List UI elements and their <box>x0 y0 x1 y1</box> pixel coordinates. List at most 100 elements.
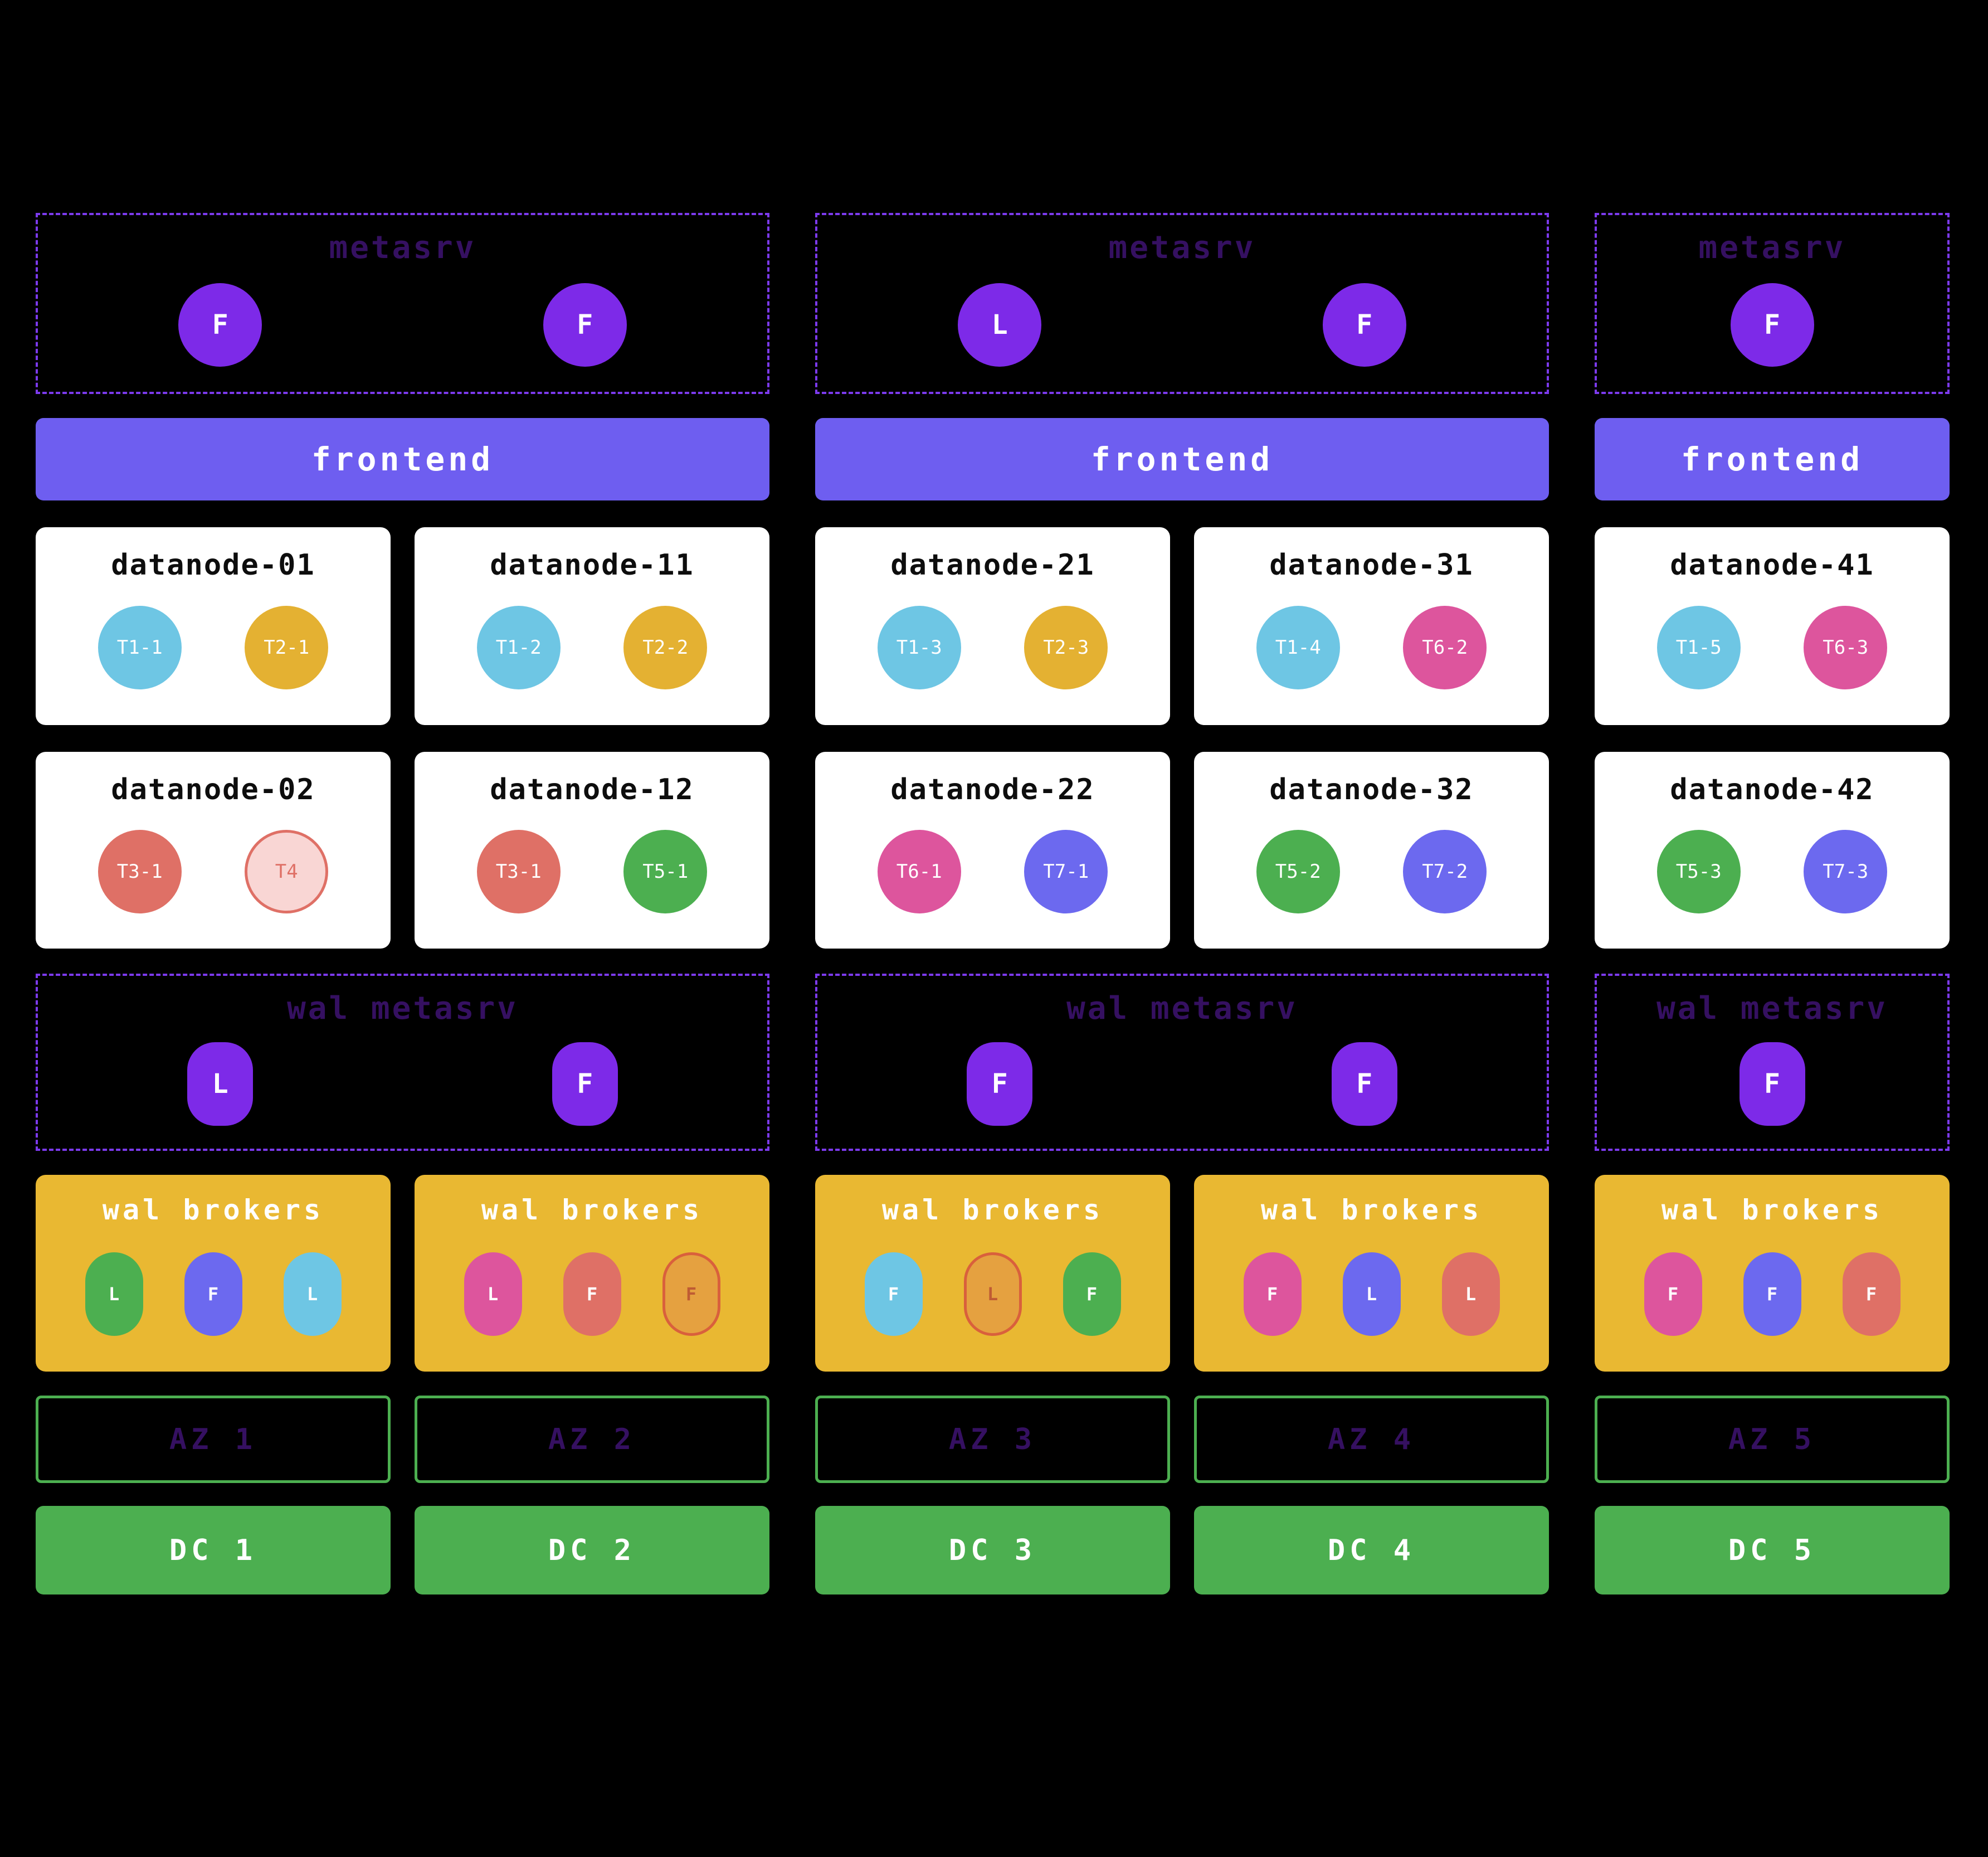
datanode-name: datanode-12 <box>490 773 694 806</box>
partition-badge-outlined: F <box>662 1252 720 1336</box>
metasrv-leader-node: L <box>958 283 1042 367</box>
region-pod: T3-1 <box>98 829 182 913</box>
partition-badge: F <box>864 1252 923 1336</box>
region-pod: T6-3 <box>1804 605 1888 689</box>
region-pod: T3-1 <box>476 829 561 913</box>
az-row: AZ 1 AZ 2 AZ 3 AZ 4 AZ 5 <box>36 1396 1952 1483</box>
datanode-name: datanode-42 <box>1670 773 1874 806</box>
wal-metasrv-follower-node: F <box>1739 1042 1805 1126</box>
wal-broker-card: wal brokers F F F <box>1595 1175 1950 1372</box>
region-pod: T5-2 <box>1256 829 1340 913</box>
wal-metasrv-cluster-3: wal metasrv F <box>1595 974 1950 1151</box>
datanode-name: datanode-32 <box>1269 773 1474 806</box>
region-pods: T1-4 T6-2 <box>1194 582 1549 725</box>
region-pod: T1-4 <box>1256 605 1340 689</box>
datanode-card: datanode-31 T1-4 T6-2 <box>1194 527 1549 725</box>
partition-badge: F <box>563 1252 621 1336</box>
region-pod: T6-2 <box>1403 605 1487 689</box>
wal-metasrv-cluster-1: wal metasrv L F <box>36 974 769 1151</box>
partition-badge: F <box>1063 1252 1121 1336</box>
datanode-card: datanode-22 T6-1 T7-1 <box>815 752 1170 949</box>
wal-metasrv-title: wal metasrv <box>1066 990 1298 1027</box>
wal-metasrv-node-row: F <box>1597 1027 1947 1149</box>
metasrv-title: metasrv <box>329 230 476 266</box>
metasrv-cluster-1: metasrv F F <box>36 213 769 394</box>
metasrv-follower-node: F <box>1730 283 1814 367</box>
partition-badges: F L F <box>815 1226 1170 1372</box>
wal-metasrv-node-row: F F <box>817 1027 1547 1149</box>
wal-broker-title: wal brokers <box>1661 1194 1883 1226</box>
wal-metasrv-title: wal metasrv <box>287 990 518 1027</box>
datanode-card: datanode-02 T3-1 T4 <box>36 752 391 949</box>
datanode-name: datanode-31 <box>1269 548 1474 582</box>
partition-badge: L <box>1342 1252 1401 1336</box>
dc-box: DC 4 <box>1194 1506 1549 1595</box>
frontend-row: frontend frontend frontend <box>36 418 1952 500</box>
datanode-card: datanode-42 T5-3 T7-3 <box>1595 752 1950 949</box>
wal-broker-title: wal brokers <box>1260 1194 1483 1226</box>
datanode-name: datanode-21 <box>890 548 1095 582</box>
frontend-bar-1: frontend <box>36 418 769 500</box>
metasrv-cluster-3: metasrv F <box>1595 213 1950 394</box>
partition-badge-outlined: L <box>963 1252 1022 1336</box>
dc-box: DC 5 <box>1595 1506 1950 1595</box>
partition-badge: F <box>184 1252 242 1336</box>
datanode-card: datanode-11 T1-2 T2-2 <box>415 527 769 725</box>
wal-broker-card: wal brokers F L L <box>1194 1175 1549 1372</box>
wal-metasrv-follower-node: F <box>967 1042 1033 1126</box>
region-pod: T7-1 <box>1024 829 1108 913</box>
region-pods: T6-1 T7-1 <box>815 806 1170 949</box>
wal-metasrv-follower-node: F <box>552 1042 618 1126</box>
datanode-row-2: datanode-02 T3-1 T4 datanode-12 T3-1 T5-… <box>36 752 1952 949</box>
partition-badges: F L L <box>1194 1226 1549 1372</box>
frontend-bar-3: frontend <box>1595 418 1950 500</box>
datanode-name: datanode-01 <box>111 548 315 582</box>
region-pods: T3-1 T4 <box>36 806 391 949</box>
metasrv-node-row: F <box>1597 266 1947 392</box>
datanode-row-1: datanode-01 T1-1 T2-1 datanode-11 T1-2 T… <box>36 527 1952 725</box>
wal-metasrv-node-row: L F <box>38 1027 767 1149</box>
az-box: AZ 1 <box>36 1396 391 1483</box>
region-pod: T5-3 <box>1656 829 1741 913</box>
datanode-name: datanode-41 <box>1670 548 1874 582</box>
region-pods: T3-1 T5-1 <box>415 806 769 949</box>
partition-badges: L F L <box>36 1226 391 1372</box>
partition-badge: L <box>283 1252 342 1336</box>
region-pod: T5-1 <box>623 829 708 913</box>
partition-badge: F <box>1644 1252 1702 1336</box>
datanode-card: datanode-12 T3-1 T5-1 <box>415 752 769 949</box>
wal-broker-card: wal brokers L F F <box>415 1175 769 1372</box>
datanode-card: datanode-41 T1-5 T6-3 <box>1595 527 1950 725</box>
metasrv-node-row: L F <box>817 266 1547 392</box>
metasrv-follower-node: F <box>1322 283 1406 367</box>
metasrv-row: metasrv F F metasrv L F metasrv F <box>36 213 1952 394</box>
metasrv-cluster-2: metasrv L F <box>815 213 1549 394</box>
region-pod: T1-5 <box>1656 605 1741 689</box>
region-pod: T2-2 <box>623 605 708 689</box>
region-pod: T6-1 <box>877 829 961 913</box>
datanode-name: datanode-11 <box>490 548 694 582</box>
region-pods: T1-5 T6-3 <box>1595 582 1950 725</box>
region-pods: T5-2 T7-2 <box>1194 806 1549 949</box>
wal-brokers-row: wal brokers L F L wal brokers L F F wal … <box>36 1175 1952 1372</box>
region-pod: T7-2 <box>1403 829 1487 913</box>
datanode-name: datanode-22 <box>890 773 1095 806</box>
region-pods: T1-3 T2-3 <box>815 582 1170 725</box>
wal-metasrv-follower-node: F <box>1331 1042 1397 1126</box>
region-pod: T2-3 <box>1024 605 1108 689</box>
partition-badges: L F F <box>415 1226 769 1372</box>
region-pod: T1-2 <box>476 605 561 689</box>
partition-badge: F <box>1243 1252 1302 1336</box>
partition-badges: F F F <box>1595 1226 1950 1372</box>
wal-broker-title: wal brokers <box>481 1194 703 1226</box>
az-box: AZ 4 <box>1194 1396 1549 1483</box>
wal-metasrv-cluster-2: wal metasrv F F <box>815 974 1549 1151</box>
metasrv-node-row: F F <box>38 266 767 392</box>
datanode-card: datanode-21 T1-3 T2-3 <box>815 527 1170 725</box>
wal-broker-title: wal brokers <box>881 1194 1104 1226</box>
region-pod: T7-3 <box>1804 829 1888 913</box>
region-pod: T1-3 <box>877 605 961 689</box>
dc-row: DC 1 DC 2 DC 3 DC 4 DC 5 <box>36 1506 1952 1595</box>
datanode-name: datanode-02 <box>111 773 315 806</box>
